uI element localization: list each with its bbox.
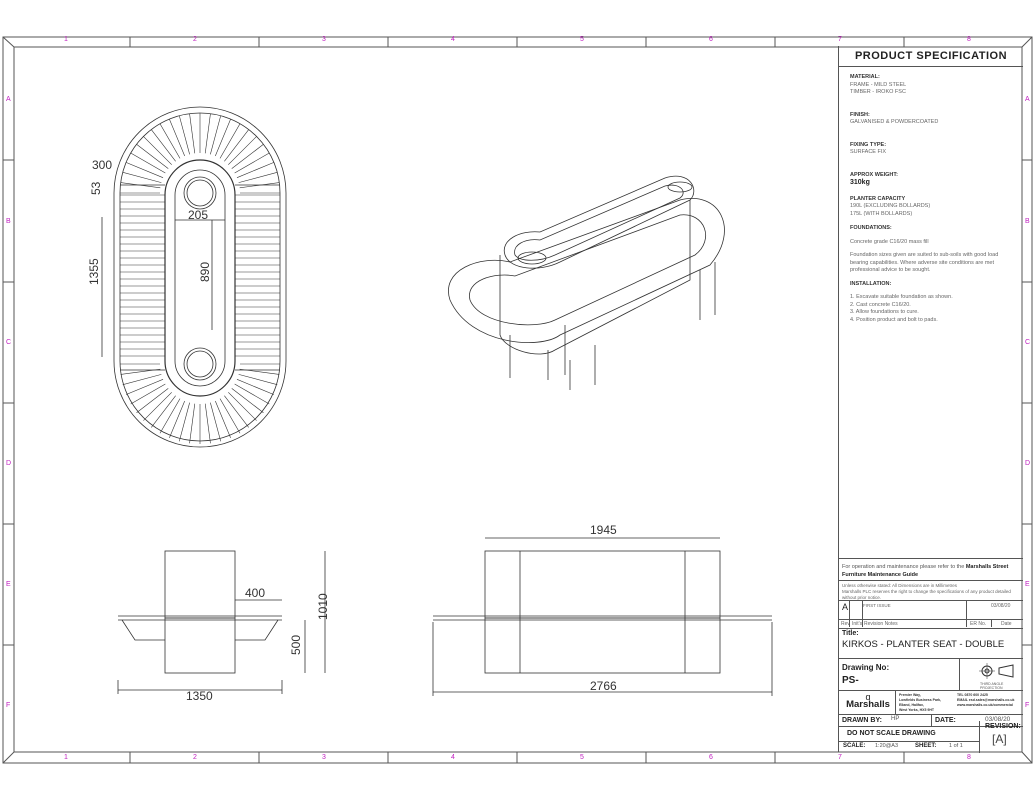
grid-row-label: A [1025,96,1030,103]
units-note: Unless otherwise stated: All Dimensions … [842,583,958,588]
weight-value: 310kg [850,179,870,186]
drawing-no: PS- [842,675,859,686]
drawn-by: HP [891,716,900,722]
grid-column-label: 1 [64,754,68,761]
foundations-heading: FOUNDATIONS: [850,225,892,231]
spec-title: PRODUCT SPECIFICATION [839,46,1023,67]
finish-heading: FINISH: [850,111,870,118]
grid-column-label: 7 [838,36,842,43]
sheet: 1 of 1 [949,743,963,749]
dim-205: 205 [188,208,208,222]
date: 03/08/20 [985,716,1011,723]
drawing-no-label: Drawing No: [842,663,890,672]
scale-label: SCALE: [843,743,866,749]
notes-header: Revision Notes [864,621,898,627]
dim-400: 400 [245,586,265,600]
weight-heading: APPROX WEIGHT: [850,171,898,178]
rights-note: Marshalls PLC reserves the right to chan… [842,589,1011,600]
grid-row-label: D [1025,460,1031,467]
date-header: Date [1001,621,1012,627]
material-frame: FRAME - MILD STEEL [850,81,907,88]
marshalls-logo: ɑ Marshalls [846,692,890,710]
capacity-1: 190L (EXCLUDING BOLLARDS) [850,203,931,209]
grid-column-label: 2 [193,36,197,43]
drawn-by-label: DRAWN BY: [842,717,882,724]
install-step: 2. Cast concrete C16/20. [850,301,911,308]
grid-column-label: 7 [838,754,842,761]
dim-1355: 1355 [87,258,101,285]
grid-row-label: E [6,581,11,588]
installation-heading: INSTALLATION: [850,280,892,287]
grid-column-label: 5 [580,754,584,761]
grid-column-label: 3 [322,36,326,43]
finish-value: GALVANISED & POWDERCOATED [850,119,939,125]
grid-row-label: E [1025,581,1030,588]
revision-table: A FIRST ISSUE 03/08/20 Rev Init's Revisi… [839,600,1023,627]
er-header: ER No. [970,621,987,627]
grid-column-label: 5 [580,36,584,43]
rev-letter: A [842,602,849,612]
dim-1010: 1010 [316,593,330,620]
grid-row-label: C [1025,339,1031,346]
fixing-value: SURFACE FIX [850,149,887,155]
plan-view [101,106,287,448]
side-elevation [117,550,326,694]
foundations-2: Foundation sizes given are suited to sub… [850,252,999,273]
grid-row-label: F [1025,702,1030,709]
date-label: DATE: [935,717,956,724]
spec-panel: PRODUCT SPECIFICATION MATERIAL: FRAME - … [838,46,1023,753]
grid-column-label: 4 [451,754,455,761]
grid-row-label: B [6,218,11,225]
grid-column-label: 8 [967,754,971,761]
fixing-heading: FIXING TYPE: [850,141,887,148]
rev-notes: FIRST ISSUE [863,603,891,608]
inits-header: Init's [852,621,863,627]
dim-300: 300 [92,158,112,172]
revision-label: REVISION: [985,723,1021,730]
grid-row-label: D [6,460,12,467]
capacity-heading: PLANTER CAPACITY [850,195,906,202]
grid-row-label: A [6,96,11,103]
dim-2766: 2766 [590,679,617,693]
projection-symbol-icon [979,663,1014,679]
capacity-2: 175L (WITH BOLLARDS) [850,210,913,217]
revision: [A] [992,732,1007,746]
scale: 1:20@A3 [875,743,899,749]
front-elevation [432,537,773,696]
grid-row-label: B [1025,218,1030,225]
dim-1945: 1945 [590,523,617,537]
dim-53: 53 [89,181,103,195]
install-step: 1. Excavate suitable foundation as shown… [850,294,953,300]
rev-date: 03/08/20 [991,603,1011,609]
dim-1350: 1350 [186,689,213,703]
grid-row-label: C [6,339,12,346]
install-step: 3. Allow foundations to cure. [850,309,919,315]
grid-column-label: 4 [451,36,455,43]
sheet-label: SHEET: [915,743,937,749]
title-label: Title: [842,630,859,637]
address: Premier Way,Lowfields Business Park,Ella… [899,693,942,712]
rev-header: Rev [841,621,850,627]
grid-row-label: F [6,702,11,709]
install-step: 4. Position product and bolt to pads. [850,316,938,323]
grid-column-label: 1 [64,36,68,43]
grid-column-label: 8 [967,36,971,43]
grid-column-label: 6 [709,36,713,43]
no-scale-note: DO NOT SCALE DRAWING [847,730,936,737]
grid-column-label: 3 [322,754,326,761]
material-timber: TIMBER - IROKO FSC [850,89,906,95]
projection-label: THIRD ANGLE PROJECTION [980,682,1004,690]
maintenance-note: For operation and maintenance please ref… [839,558,1023,580]
grid-column-label: 2 [193,754,197,761]
material-heading: MATERIAL: [850,74,880,80]
grid-column-label: 6 [709,754,713,761]
foundations-1: Concrete grade C16/20 mass fill [850,238,929,245]
isometric-view [448,175,725,390]
dim-890: 890 [198,262,212,282]
drawing-title: KIRKOS - PLANTER SEAT - DOUBLE [842,639,1005,650]
dim-500: 500 [289,635,303,655]
